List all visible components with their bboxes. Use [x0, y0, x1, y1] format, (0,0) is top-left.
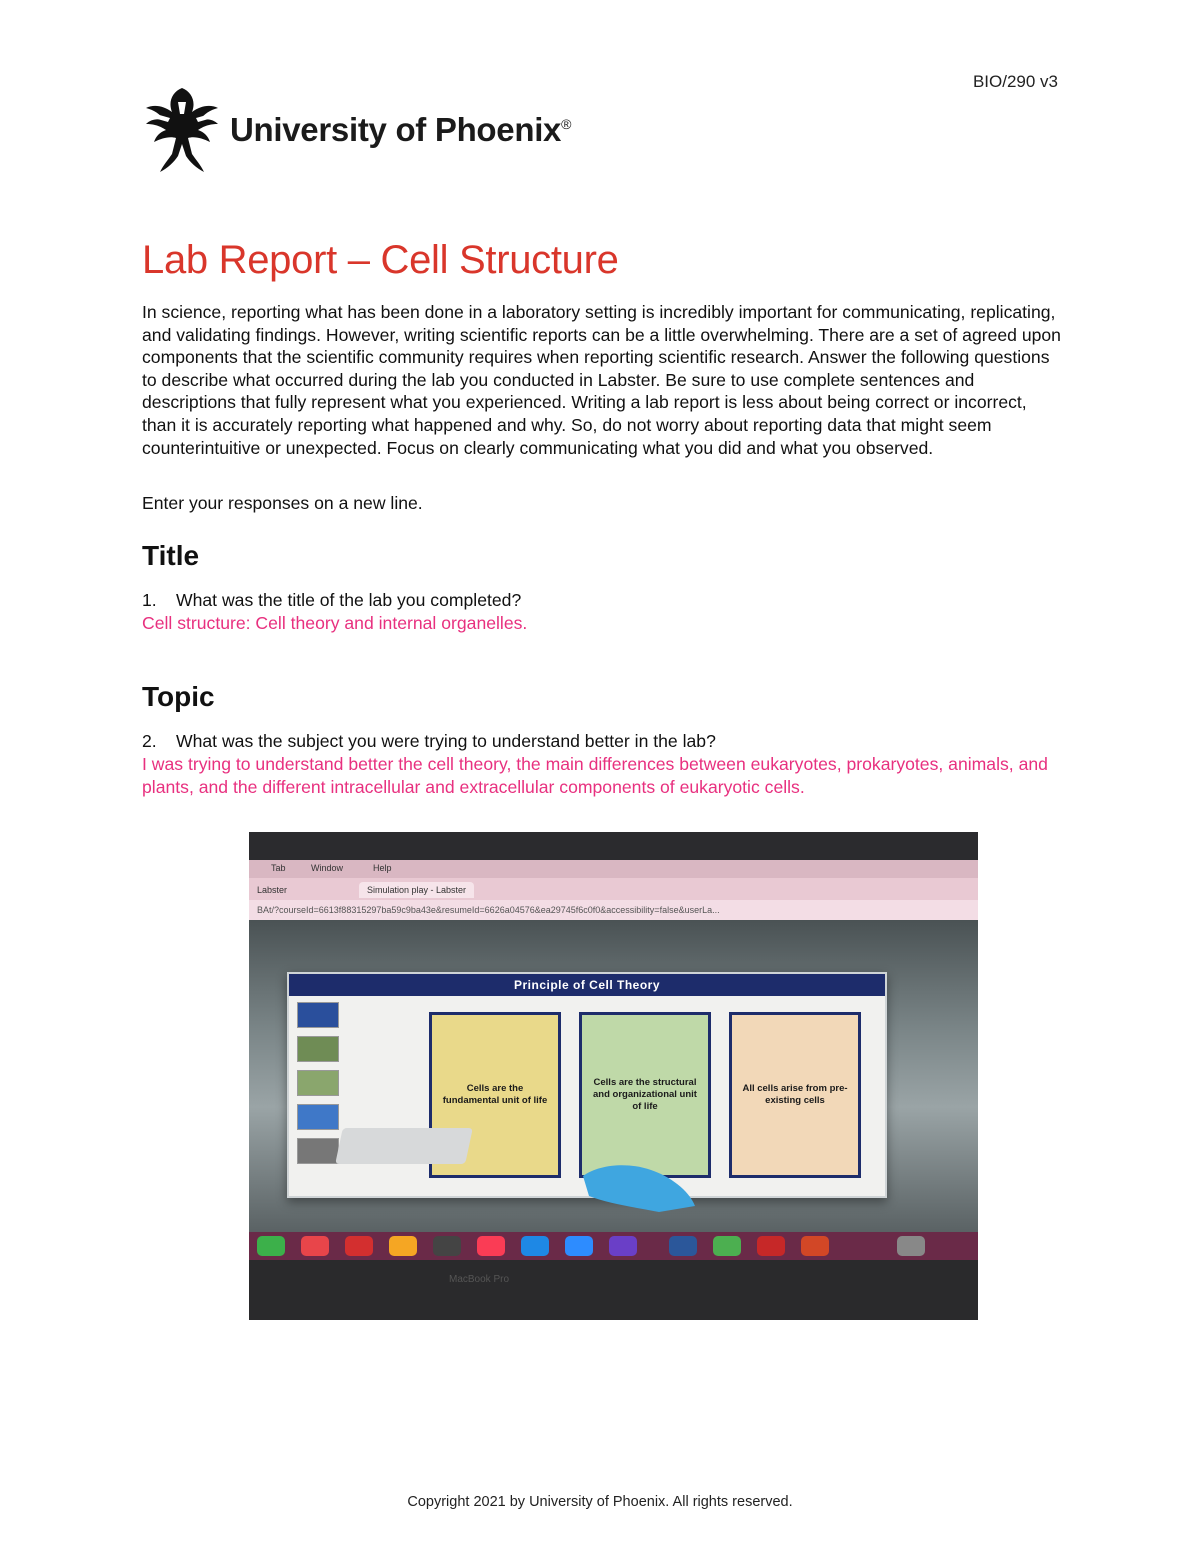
browser-tab-bar: Labster Simulation play - Labster — [249, 878, 978, 900]
microscope-icon — [297, 1002, 339, 1028]
photos-icon — [389, 1236, 417, 1256]
zoom-icon — [565, 1236, 593, 1256]
document-title: Lab Report – Cell Structure — [142, 238, 619, 282]
app-icon — [345, 1236, 373, 1256]
answer-1: Cell structure: Cell theory and internal… — [142, 613, 528, 633]
question-2: 2. What was the subject you were trying t… — [142, 731, 716, 752]
intro-paragraph: In science, reporting what has been done… — [142, 302, 1061, 458]
laptop-bezel: MacBook Pro — [249, 1260, 978, 1320]
question-text: What was the title of the lab you comple… — [176, 590, 522, 610]
course-code: BIO/290 v3 — [972, 72, 1058, 91]
lab-scene: Principle of Cell Theory Cells are the f… — [249, 920, 978, 1232]
tissue-icon — [297, 1070, 339, 1096]
question-text: What was the subject you were trying to … — [176, 731, 716, 751]
panel-title: Principle of Cell Theory — [289, 974, 885, 996]
messages-icon — [713, 1236, 741, 1256]
gloved-hand-icon — [583, 1165, 695, 1212]
panel-side-icons — [297, 1002, 339, 1172]
browser-url-bar: BAt/?courseId=6613f88315297ba59c9ba43e&r… — [249, 900, 978, 920]
word-icon — [669, 1236, 697, 1256]
browser-tab: Labster — [257, 885, 288, 895]
cell-icon — [297, 1104, 339, 1130]
university-logo: University of Phoenix® — [142, 84, 571, 176]
question-number: 1. — [142, 590, 157, 610]
question-1: 1. What was the title of the lab you comp… — [142, 590, 521, 611]
plant-cell-icon — [297, 1036, 339, 1062]
menu-item: Help — [373, 863, 392, 873]
settings-icon — [297, 1138, 339, 1164]
logo-text: University of Phoenix® — [230, 111, 572, 148]
menu-item: Window — [311, 863, 344, 873]
acrobat-icon — [757, 1236, 785, 1256]
theory-card-2: Cells are the structural and organizatio… — [579, 1012, 711, 1178]
mac-menu-bar: Tab Window Help — [249, 860, 978, 878]
music-icon — [477, 1236, 505, 1256]
calculator-icon — [433, 1236, 461, 1256]
facetime-icon — [257, 1236, 285, 1256]
browser-tab-active: Simulation play - Labster — [359, 882, 475, 898]
app-icon — [609, 1236, 637, 1256]
instruction-text: Enter your responses on a new line. — [142, 493, 423, 513]
copyright-footer: Copyright 2021 by University of Phoenix.… — [407, 1494, 793, 1510]
lab-screenshot-photo: Tab Window Help Labster Simulation play … — [249, 832, 978, 1320]
device-tray — [335, 1128, 473, 1164]
answer-2: I was trying to understand better the ce… — [142, 754, 1048, 797]
phoenix-icon — [146, 88, 218, 172]
mac-dock — [249, 1232, 978, 1260]
theory-card-3: All cells arise from pre-existing cells — [729, 1012, 861, 1178]
powerpoint-icon — [801, 1236, 829, 1256]
question-number: 2. — [142, 731, 157, 751]
app-store-icon — [521, 1236, 549, 1256]
trash-icon — [897, 1236, 925, 1256]
app-icon — [301, 1236, 329, 1256]
menu-item: Tab — [271, 863, 286, 873]
section-heading-title: Title — [142, 540, 200, 571]
section-heading-topic: Topic — [142, 681, 215, 712]
